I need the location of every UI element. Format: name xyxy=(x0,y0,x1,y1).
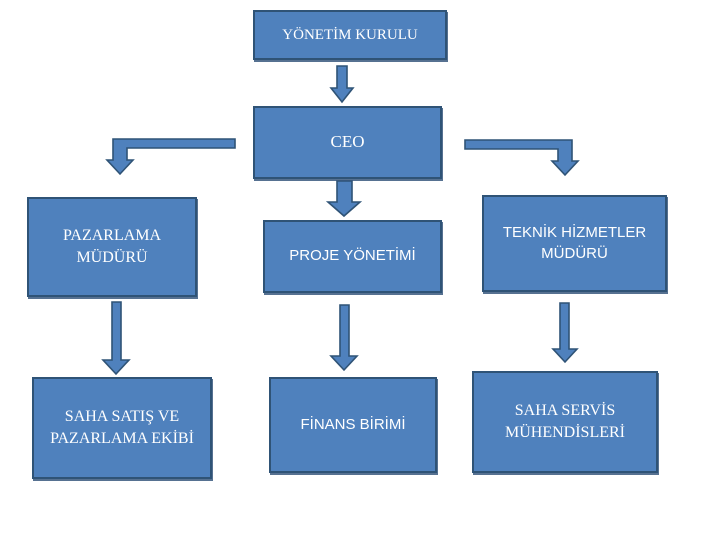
node-finance-label: FİNANS BİRİMİ xyxy=(300,415,406,433)
node-project-label: PROJE YÖNETİMİ xyxy=(289,247,416,265)
node-field-service: SAHA SERVİS MÜHENDİSLERİ xyxy=(472,371,658,473)
arrow-board-to-ceo xyxy=(329,65,355,104)
node-marketing-label: PAZARLAMA MÜDÜRÜ xyxy=(62,227,162,266)
arrow-ceo-to-technical xyxy=(464,139,580,177)
node-marketing: PAZARLAMA MÜDÜRÜ xyxy=(27,197,197,297)
node-technical-label: TEKNİK HİZMETLER MÜDÜRÜ xyxy=(502,224,647,262)
arrow-ceo-to-project xyxy=(325,180,363,218)
node-project: PROJE YÖNETİMİ xyxy=(263,220,442,293)
node-board-label: YÖNETİM KURULU xyxy=(282,26,418,43)
node-field-sales: SAHA SATIŞ VE PAZARLAMA EKİBİ xyxy=(32,377,212,479)
arrow-technical-to-field-service xyxy=(551,302,579,364)
arrow-ceo-to-marketing xyxy=(105,138,236,176)
node-board: YÖNETİM KURULU xyxy=(253,10,447,60)
node-ceo: CEO xyxy=(253,106,442,179)
node-field-sales-label: SAHA SATIŞ VE PAZARLAMA EKİBİ xyxy=(50,408,194,447)
node-field-service-label: SAHA SERVİS MÜHENDİSLERİ xyxy=(505,402,625,441)
node-ceo-label: CEO xyxy=(330,132,365,152)
arrow-project-to-finance xyxy=(329,304,359,372)
node-finance: FİNANS BİRİMİ xyxy=(269,377,437,473)
arrow-marketing-to-field-sales xyxy=(101,301,131,376)
node-technical: TEKNİK HİZMETLER MÜDÜRÜ xyxy=(482,195,667,292)
